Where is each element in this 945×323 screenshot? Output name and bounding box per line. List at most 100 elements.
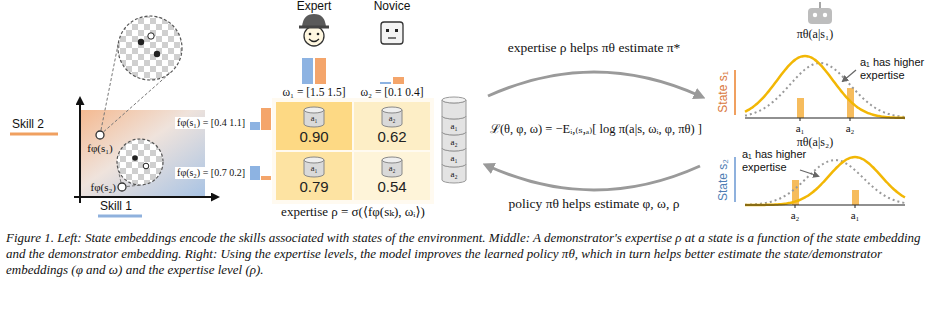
eye [395, 29, 398, 32]
tick [855, 205, 856, 208]
database-cap [304, 157, 324, 163]
embedding-value: fφ(s₁) = [0.4 1.1] [175, 117, 247, 129]
matrix-ground [272, 98, 434, 204]
expertise-value: 0.62 [377, 128, 406, 145]
state-color-bar [734, 157, 736, 202]
skill-color-bar [98, 215, 142, 218]
tick-label: a₂ [846, 122, 855, 135]
expert-hat-brim [299, 26, 329, 29]
eye [317, 33, 320, 36]
expertise-value: 0.79 [299, 178, 328, 195]
action-label: a₂ [380, 156, 404, 174]
skill-bar [250, 166, 260, 180]
note: a₁ has higher expertise [742, 148, 818, 173]
expertise-cell: a₂ 0.62 [354, 102, 430, 150]
action-label: a₁ [450, 120, 457, 132]
skill-bar [261, 108, 271, 130]
action-label: a₁ [450, 152, 457, 164]
state-point [118, 183, 126, 191]
skill-bar [250, 122, 260, 130]
skill-bar [302, 58, 313, 84]
y-axis [79, 100, 81, 203]
x-axis [74, 196, 216, 198]
role-label: Expert [297, 0, 332, 14]
state-color-bar [734, 70, 736, 115]
tick-label: a₁ [796, 122, 805, 135]
embedding-value: ω₁ = [1.5 1.5] [282, 86, 345, 99]
robot-eye [813, 13, 817, 17]
mouth [388, 37, 396, 38]
state-label: State s₁ [717, 71, 731, 112]
expertise-bar [852, 190, 859, 205]
embedding-value: fφ(s₂) = [0.7 0.2] [175, 167, 247, 179]
chess-piece [143, 163, 149, 169]
tick-label: a₁ [851, 209, 860, 222]
plot-title: πθ(a|s₂) [797, 136, 833, 150]
tick [800, 118, 801, 121]
note: a₁ has higher expertise [860, 56, 934, 81]
chess-piece [154, 51, 160, 57]
expert-face [304, 26, 324, 46]
chess-piece [148, 33, 154, 39]
skill-bar [393, 77, 404, 84]
expertise-bar [797, 98, 804, 118]
action-icon: a₂ [380, 106, 404, 128]
arrow-label: expertise ρ helps πθ estimate π* [508, 40, 681, 56]
skill-bar [315, 58, 326, 84]
database-cap [304, 107, 324, 113]
axis-label: Skill 2 [12, 118, 44, 132]
state-label: State s₂ [717, 159, 731, 201]
action-icon: a₁ [302, 156, 326, 178]
role-label: Novice [374, 0, 411, 14]
expertise-value: 0.54 [377, 178, 406, 195]
chess-piece [138, 39, 144, 45]
database-cap [382, 107, 402, 113]
tick-label: a₂ [791, 209, 800, 222]
skill-bar [261, 176, 271, 180]
expertise-cell: a₂ 0.54 [354, 152, 430, 200]
point-label: fφ(s₂) [91, 181, 116, 194]
skill-bar [380, 82, 391, 84]
robot-antenna [819, 2, 821, 8]
point-label: fφ(s₁) [87, 142, 112, 155]
mouth [309, 39, 319, 42]
expert-hat [302, 14, 326, 27]
skill-color-bar [10, 133, 58, 136]
action-label: a₁ [302, 106, 326, 124]
dataset-cap [442, 97, 466, 103]
action-label: a₁ [302, 156, 326, 174]
cycle-arrow [488, 166, 700, 190]
eye [309, 33, 312, 36]
action-label: a₂ [450, 168, 457, 180]
tick [795, 205, 796, 208]
eye [386, 29, 389, 32]
arrow-label: policy πθ helps estimate φ, ω, ρ [509, 196, 680, 212]
robot-head [808, 8, 832, 24]
chessboard-zoom [118, 16, 182, 80]
cycle-arrow [488, 72, 700, 96]
action-label: a₂ [380, 106, 404, 124]
database-cap [382, 157, 402, 163]
plot-title: πθ(a|s₁) [797, 28, 833, 42]
loss-formula: ℒ(θ, φ, ω) = −Eᵢ,₍ₛ,ₐ₎[ log π(a|s, ωᵢ, φ… [490, 122, 702, 136]
action-axis [745, 204, 905, 205]
state-point [96, 131, 104, 139]
action-label: a₂ [450, 136, 457, 148]
expertise-value: 0.90 [299, 128, 328, 145]
leader-arrow [800, 170, 818, 176]
action-icon: a₁ [302, 106, 326, 128]
expertise-cell: a₁ 0.79 [276, 152, 352, 200]
figure-caption: Figure 1. Left: State embeddings encode … [6, 230, 939, 278]
tick [850, 118, 851, 121]
robot-eye [823, 13, 827, 17]
formula: expertise ρ = σ(⟨fφ(sₖ), ωᵢ⟩) [281, 205, 425, 220]
novice-face [381, 22, 403, 44]
chess-piece [132, 155, 138, 161]
embedding-value: ω₂ = [0.1 0.4] [360, 86, 423, 99]
magnifier-line [100, 72, 171, 135]
expertise-cell: a₁ 0.90 [276, 102, 352, 150]
chessboard-zoom [117, 139, 163, 185]
action-icon: a₂ [380, 156, 404, 178]
axis-label: Skill 1 [100, 200, 132, 214]
